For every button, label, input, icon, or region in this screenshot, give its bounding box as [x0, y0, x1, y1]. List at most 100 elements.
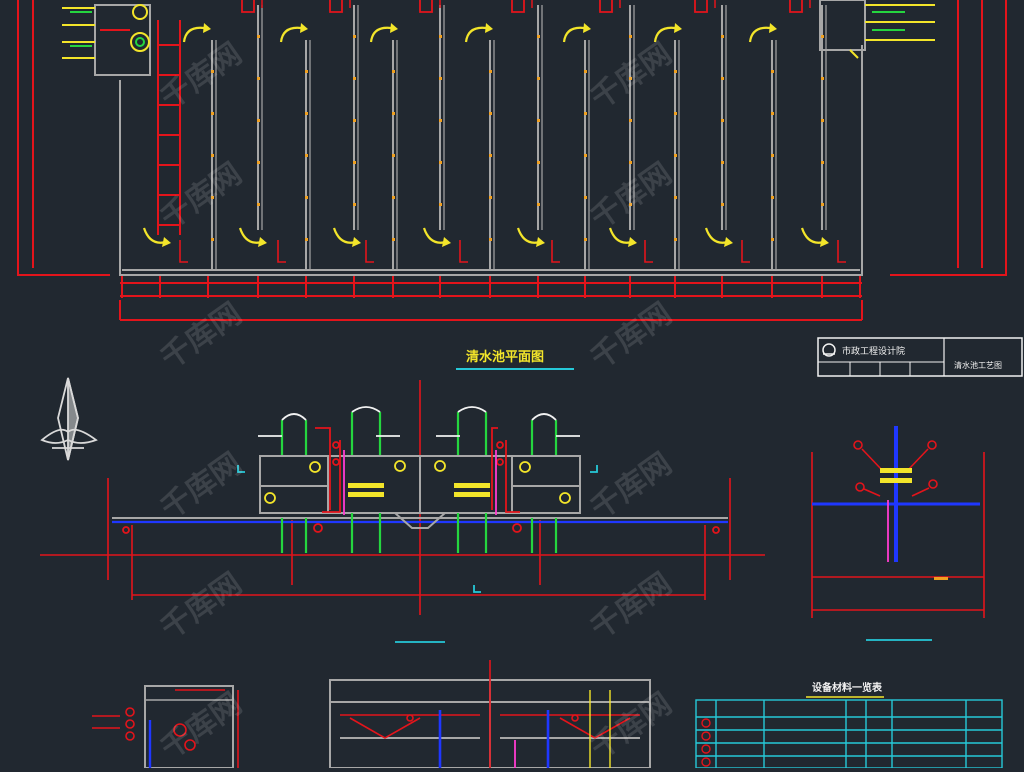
bottom-red-pipe	[837, 240, 846, 263]
flow-arrow-top-head	[769, 23, 777, 33]
plan-red-details	[122, 427, 720, 534]
flow-arrow-top-head	[674, 23, 682, 33]
baffle-marker	[584, 196, 587, 199]
bottom-red-pipe	[179, 240, 188, 263]
top-red-pipe	[789, 0, 803, 13]
bottom-red-pipe	[551, 240, 560, 263]
flow-arrow-top	[748, 26, 771, 43]
baffle-marker	[257, 119, 260, 122]
baffle-marker	[211, 154, 214, 157]
watermark-text: 千库网	[155, 686, 249, 766]
baffle-marker	[537, 203, 540, 206]
green-risers	[280, 412, 558, 553]
watermark-layer: 千库网千库网千库网千库网千库网千库网千库网千库网千库网千库网千库网千库网	[155, 36, 679, 766]
baffle-marker	[821, 161, 824, 164]
baffle-marker	[489, 112, 492, 115]
baffle-walls	[211, 5, 827, 270]
flow-arrows-bottom	[142, 227, 829, 247]
tank-longitudinal-section	[329, 660, 651, 769]
baffle-marker	[211, 112, 214, 115]
bottom-red-ticks	[121, 240, 861, 298]
flow-arrow-top-head	[300, 23, 308, 33]
bottom-red-pipe	[644, 240, 653, 263]
baffle-marker	[489, 70, 492, 73]
flow-arrow-bottom-head	[628, 237, 637, 247]
flow-arrow-bottom	[332, 227, 357, 244]
watermark-text: 千库网	[585, 566, 679, 646]
baffle-marker	[439, 203, 442, 206]
yellow-valves	[348, 483, 490, 497]
watermark-text: 千库网	[155, 156, 249, 236]
plan-view-title: 清水池平面图	[466, 349, 544, 365]
flow-arrow-bottom-head	[724, 237, 733, 247]
valve-chamber-section	[92, 685, 239, 769]
left-ladder	[157, 20, 181, 235]
title-block: 市政工程设计院 清水池工艺图	[817, 337, 1023, 377]
flow-arrow-top-head	[203, 23, 211, 33]
baffle-marker	[257, 35, 260, 38]
baffle-marker	[392, 70, 395, 73]
baffle-marker	[305, 70, 308, 73]
flow-arrows-top	[182, 23, 777, 43]
pump-room-structures	[259, 455, 581, 529]
top-red-pipe	[511, 0, 525, 13]
watermark-text: 千库网	[155, 446, 249, 526]
north-arrow-icon	[40, 377, 98, 461]
baffle-marker	[721, 77, 724, 80]
flow-arrow-bottom	[422, 227, 447, 244]
baffle-marker	[211, 70, 214, 73]
top-red-pipe	[241, 0, 255, 13]
baffle-marker	[489, 196, 492, 199]
flow-arrow-bottom	[704, 227, 729, 244]
tank-outer-frame	[17, 0, 1007, 321]
equipment-table: 设备材料一览表	[695, 681, 1003, 769]
flow-arrow-bottom-head	[820, 237, 829, 247]
cyan-corner-marks	[237, 465, 932, 643]
top-red-pipes	[241, 0, 811, 13]
watermark-text: 千库网	[585, 686, 679, 766]
baffle-marker	[537, 35, 540, 38]
baffle-marker	[674, 154, 677, 157]
baffle-marker	[392, 154, 395, 157]
baffle-marker	[629, 119, 632, 122]
baffle-marker	[821, 119, 824, 122]
baffle-marker	[584, 70, 587, 73]
baffle-marker	[353, 119, 356, 122]
baffle-marker	[821, 203, 824, 206]
baffle-marker	[353, 35, 356, 38]
baffle-marker	[537, 119, 540, 122]
baffle-marker	[674, 112, 677, 115]
baffle-marker	[629, 77, 632, 80]
baffle-marker	[821, 35, 824, 38]
baffle-marker	[489, 238, 492, 241]
baffle-marker	[392, 238, 395, 241]
baffle-marker	[584, 238, 587, 241]
baffle-marker	[353, 203, 356, 206]
flow-arrow-top	[369, 26, 392, 43]
flow-arrow-bottom-head	[162, 237, 171, 247]
bottom-red-pipe	[365, 240, 374, 263]
watermark-text: 千库网	[155, 296, 249, 376]
title-block-company: 市政工程设计院	[842, 345, 905, 357]
flow-arrow-top	[464, 26, 487, 43]
baffle-marker	[305, 238, 308, 241]
flow-arrow-bottom-head	[442, 237, 451, 247]
left-valve-cluster	[62, 4, 151, 76]
watermark-text: 千库网	[585, 36, 679, 116]
flow-arrow-top	[562, 26, 585, 43]
baffle-marker	[257, 161, 260, 164]
flow-arrow-top-head	[583, 23, 591, 33]
plan-view: 清水池平面图	[40, 349, 932, 643]
flow-arrow-bottom	[238, 227, 263, 244]
baffle-marker	[439, 35, 442, 38]
top-red-pipe	[694, 0, 708, 13]
flow-arrow-bottom	[800, 227, 825, 244]
baffle-marker	[821, 77, 824, 80]
baffle-marker	[353, 77, 356, 80]
baffle-marker	[353, 161, 356, 164]
baffle-marker	[629, 161, 632, 164]
flow-arrow-bottom-head	[536, 237, 545, 247]
watermark-text: 千库网	[155, 566, 249, 646]
baffle-marker	[257, 203, 260, 206]
pipe-section-detail	[811, 426, 985, 618]
